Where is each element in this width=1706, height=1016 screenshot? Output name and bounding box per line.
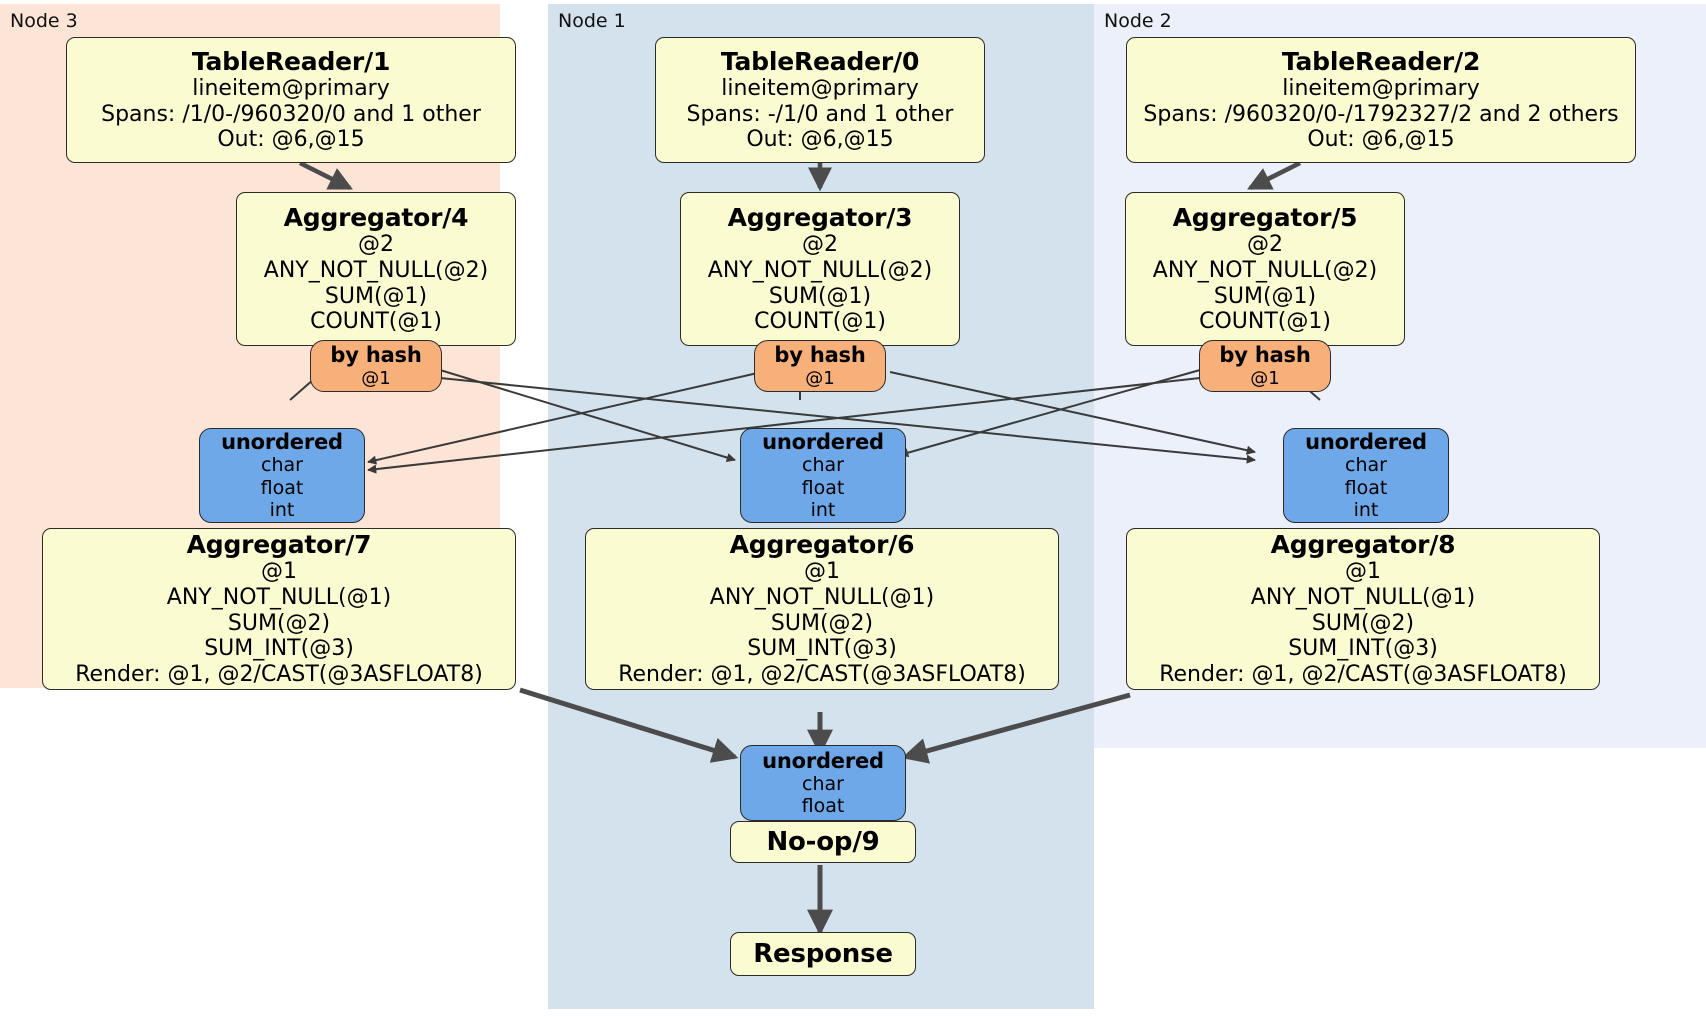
node-line: SUM(@2)	[1311, 610, 1415, 636]
node-line: lineitem@primary	[192, 76, 390, 102]
router-by-hash-left[interactable]: by hash @1	[310, 340, 442, 392]
node-title: Aggregator/6	[729, 530, 915, 560]
node-title: Aggregator/7	[186, 530, 372, 560]
panel-node-1-label: Node 1	[558, 10, 626, 32]
router-unordered-final[interactable]: unordered char float	[740, 745, 906, 821]
node-line: SUM(@1)	[1213, 283, 1317, 309]
node-tablereader-0[interactable]: TableReader/0 lineitem@primary Spans: -/…	[655, 37, 985, 163]
node-line: lineitem@primary	[721, 76, 919, 102]
router-title: by hash	[330, 343, 422, 368]
node-line: ANY_NOT_NULL(@1)	[709, 585, 935, 611]
router-title: unordered	[762, 429, 884, 454]
node-line: ANY_NOT_NULL(@1)	[1250, 585, 1476, 611]
node-aggregator-6[interactable]: Aggregator/6 @1 ANY_NOT_NULL(@1) SUM(@2)…	[585, 528, 1059, 690]
node-line: ANY_NOT_NULL(@2)	[263, 257, 489, 283]
router-line: int	[810, 498, 836, 521]
node-line: SUM_INT(@3)	[747, 636, 897, 662]
node-line: Render: @1, @2/CAST(@3ASFLOAT8)	[75, 662, 483, 688]
node-title: No-op/9	[766, 826, 880, 857]
router-title: unordered	[221, 429, 343, 454]
router-title: by hash	[774, 343, 866, 368]
router-line: char	[802, 773, 844, 796]
router-line: float	[260, 476, 304, 499]
node-aggregator-7[interactable]: Aggregator/7 @1 ANY_NOT_NULL(@1) SUM(@2)…	[42, 528, 516, 690]
node-title: TableReader/0	[720, 46, 920, 76]
node-line: ANY_NOT_NULL(@2)	[1152, 257, 1378, 283]
node-aggregator-8[interactable]: Aggregator/8 @1 ANY_NOT_NULL(@1) SUM(@2)…	[1126, 528, 1600, 690]
router-title: unordered	[762, 748, 884, 773]
node-line: Out: @6,@15	[746, 127, 894, 153]
node-line: @1	[804, 559, 840, 585]
node-tablereader-2[interactable]: TableReader/2 lineitem@primary Spans: /9…	[1126, 37, 1636, 163]
node-tablereader-1[interactable]: TableReader/1 lineitem@primary Spans: /1…	[66, 37, 516, 163]
router-by-hash-right[interactable]: by hash @1	[1199, 340, 1331, 392]
router-unordered-mid[interactable]: unordered char float int	[740, 428, 906, 523]
panel-node-3-label: Node 3	[10, 10, 78, 32]
router-line: int	[269, 498, 295, 521]
node-no-op-9[interactable]: No-op/9	[730, 821, 916, 863]
router-line: char	[1345, 454, 1387, 477]
panel-node-2-label: Node 2	[1104, 10, 1172, 32]
router-line: @1	[1250, 367, 1280, 389]
node-line: @2	[802, 232, 838, 258]
node-line: Spans: -/1/0 and 1 other	[686, 101, 954, 127]
node-title: Aggregator/8	[1270, 530, 1456, 560]
node-line: Out: @6,@15	[217, 127, 365, 153]
node-line: lineitem@primary	[1282, 76, 1480, 102]
node-line: Spans: /1/0-/960320/0 and 1 other	[101, 101, 481, 127]
node-line: SUM_INT(@3)	[204, 636, 354, 662]
router-line: float	[801, 795, 845, 818]
node-line: Render: @1, @2/CAST(@3ASFLOAT8)	[1159, 662, 1567, 688]
node-line: @2	[1247, 232, 1283, 258]
router-line: float	[1344, 476, 1388, 499]
router-line: int	[1353, 498, 1379, 521]
node-line: COUNT(@1)	[310, 309, 442, 335]
node-line: SUM(@1)	[324, 283, 428, 309]
node-line: Render: @1, @2/CAST(@3ASFLOAT8)	[618, 662, 1026, 688]
node-line: ANY_NOT_NULL(@1)	[166, 585, 392, 611]
node-line: Out: @6,@15	[1307, 127, 1455, 153]
node-title: Response	[753, 938, 893, 969]
node-line: SUM(@2)	[770, 610, 874, 636]
node-title: TableReader/2	[1281, 46, 1481, 76]
node-aggregator-3[interactable]: Aggregator/3 @2 ANY_NOT_NULL(@2) SUM(@1)…	[680, 192, 960, 346]
node-response[interactable]: Response	[730, 932, 916, 976]
node-line: SUM(@2)	[227, 610, 331, 636]
node-title: TableReader/1	[191, 46, 391, 76]
node-aggregator-4[interactable]: Aggregator/4 @2 ANY_NOT_NULL(@2) SUM(@1)…	[236, 192, 516, 346]
router-by-hash-mid[interactable]: by hash @1	[754, 340, 886, 392]
node-line: SUM(@1)	[768, 283, 872, 309]
node-title: Aggregator/4	[283, 202, 469, 232]
router-unordered-left[interactable]: unordered char float int	[199, 428, 365, 523]
node-line: Spans: /960320/0-/1792327/2 and 2 others	[1143, 101, 1619, 127]
node-aggregator-5[interactable]: Aggregator/5 @2 ANY_NOT_NULL(@2) SUM(@1)…	[1125, 192, 1405, 346]
router-line: char	[261, 454, 303, 477]
router-line: float	[801, 476, 845, 499]
router-title: by hash	[1219, 343, 1311, 368]
router-line: @1	[805, 367, 835, 389]
node-line: ANY_NOT_NULL(@2)	[707, 257, 933, 283]
router-unordered-right[interactable]: unordered char float int	[1283, 428, 1449, 523]
node-line: @1	[261, 559, 297, 585]
node-line: @1	[1345, 559, 1381, 585]
node-line: SUM_INT(@3)	[1288, 636, 1438, 662]
node-title: Aggregator/3	[727, 202, 913, 232]
node-line: COUNT(@1)	[754, 309, 886, 335]
node-line: @2	[358, 232, 394, 258]
node-line: COUNT(@1)	[1199, 309, 1331, 335]
router-title: unordered	[1305, 429, 1427, 454]
router-line: char	[802, 454, 844, 477]
node-title: Aggregator/5	[1172, 202, 1358, 232]
router-line: @1	[361, 367, 391, 389]
